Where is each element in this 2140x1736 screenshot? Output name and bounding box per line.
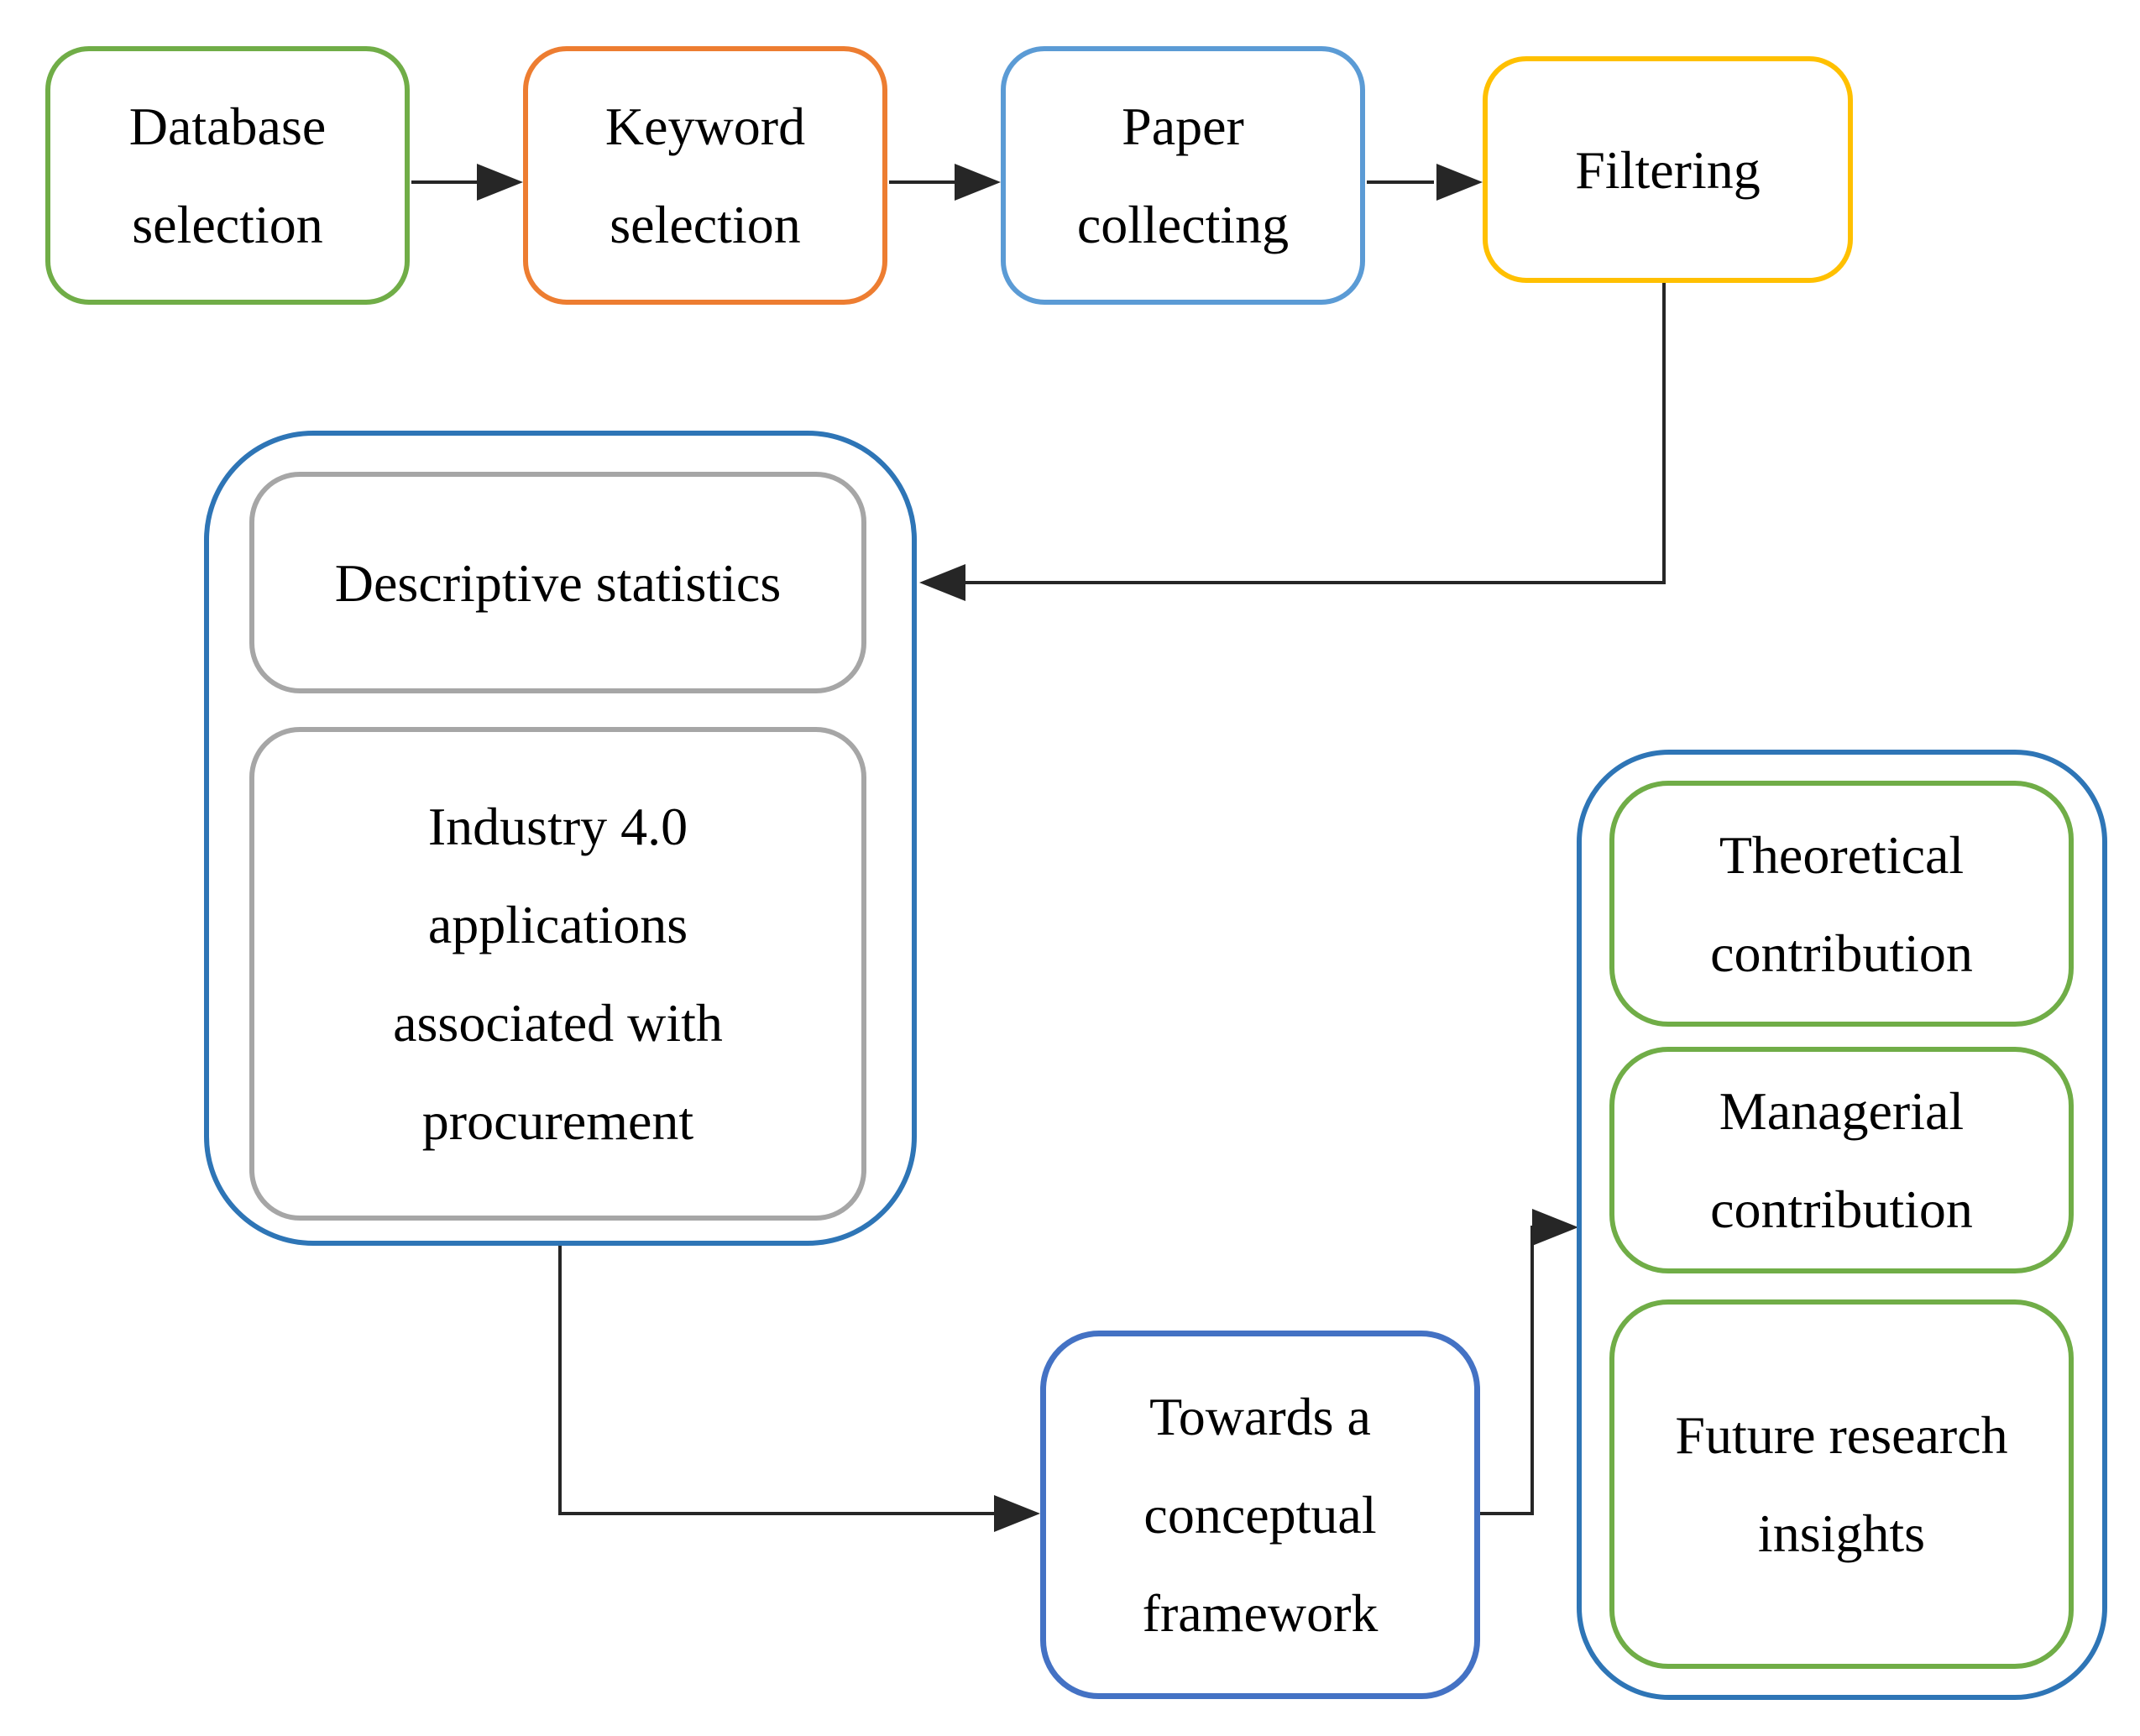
future-research-box: Future research insights <box>1609 1299 2074 1669</box>
industry-applications-box: Industry 4.0 applications associated wit… <box>249 727 866 1221</box>
arrowhead-right-icon <box>955 164 1001 201</box>
filtering-box: Filtering <box>1483 56 1853 283</box>
descriptive-statistics-box: Descriptive statistics <box>249 472 866 693</box>
theoretical-contribution-box: Theoretical contribution <box>1609 781 2074 1027</box>
database-selection-box: Database selection <box>45 46 410 305</box>
paper-collecting-box: Paper collecting <box>1001 46 1365 305</box>
connector-line <box>558 1246 562 1515</box>
keyword-selection-box: Keyword selection <box>523 46 887 305</box>
arrowhead-right-icon <box>1532 1209 1578 1246</box>
arrowhead-left-icon <box>919 564 965 601</box>
arrowhead-right-icon <box>994 1495 1040 1532</box>
managerial-contribution-box: Managerial contribution <box>1609 1047 2074 1273</box>
connector-line <box>965 581 1666 584</box>
connector-line <box>1480 1512 1534 1515</box>
connector-line <box>889 180 956 184</box>
connector-line <box>558 1512 996 1515</box>
connector-line <box>1367 180 1434 184</box>
connector-line <box>1530 1226 1534 1515</box>
conceptual-framework-box: Towards a conceptual framework <box>1040 1331 1480 1699</box>
arrowhead-right-icon <box>477 164 523 201</box>
connector-line <box>1662 283 1666 584</box>
connector-line <box>411 180 479 184</box>
arrowhead-right-icon <box>1436 164 1483 201</box>
